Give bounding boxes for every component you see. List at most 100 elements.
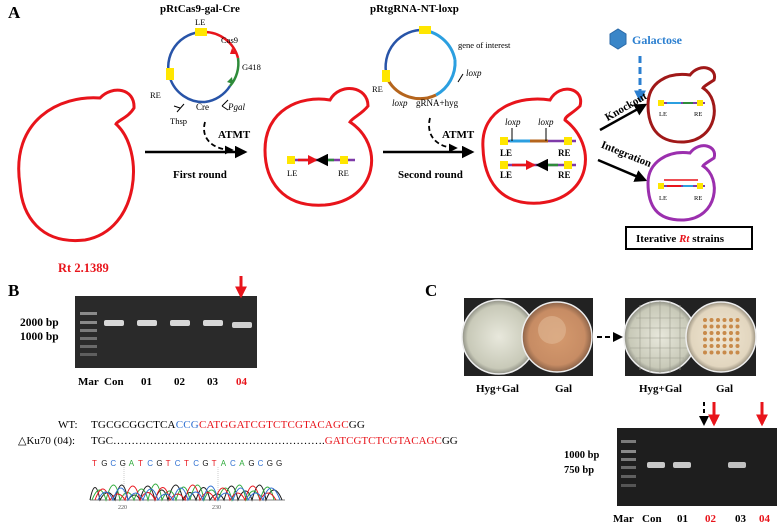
gel-c [617, 428, 777, 506]
seq-wt-label: WT: [58, 419, 78, 431]
gel-b-lane-01: 01 [141, 376, 152, 388]
colony-spot [709, 337, 714, 342]
gel-c-lane-04: 04 [759, 513, 771, 525]
chromatogram-base: G [248, 459, 254, 468]
colony-spot [716, 344, 720, 348]
colony-spot [709, 331, 714, 335]
gel-c-ladder-750: 750 bp [564, 465, 594, 476]
gel-b-ladder-2000: 2000 bp [20, 317, 59, 329]
chromatogram-base: A [129, 459, 135, 468]
colony-spot [709, 344, 714, 348]
yeast-cell-integration [646, 144, 717, 222]
colony-spot [722, 337, 727, 342]
chromatogram-base: G [267, 459, 273, 468]
gel-c-lane-01: 01 [677, 513, 688, 525]
colony-spot [703, 337, 707, 342]
galactose-label: Galactose [632, 33, 683, 47]
cell3-le2: LE [500, 170, 512, 180]
plasmid1-re: RE [150, 90, 161, 100]
chromatogram-base: G [202, 459, 208, 468]
colony-spot [729, 331, 733, 335]
chromatogram-base: G [120, 459, 126, 468]
plasmid2-loxp2: loxp [392, 98, 408, 108]
strain-label: Rt 2.1389 [58, 261, 109, 275]
gel-c-bands [621, 440, 746, 487]
plasmid2-loxp1: loxp [466, 68, 482, 78]
plasmid2-map [382, 26, 457, 101]
plasmid1-pgal: Pgal [227, 102, 245, 112]
plate-photo-before [461, 298, 593, 376]
colony-spot [735, 344, 740, 348]
cell3-loxp1: loxp [505, 117, 521, 127]
colony-spot [735, 337, 740, 342]
colony-spot [716, 350, 720, 355]
plate-photo-after [623, 298, 757, 376]
cell3-re2: RE [558, 170, 571, 180]
plasmid1-le: LE [195, 17, 205, 27]
knockout-cell-le: LE [659, 111, 667, 118]
yeast-cell-knockout [646, 66, 717, 144]
seq-mut: TGC………………………………………………….GATCGTCTCGTACAGCG… [91, 435, 458, 447]
integration-cell-re: RE [694, 195, 702, 202]
iterative-strains-box [625, 226, 753, 250]
cell2-le: LE [287, 168, 297, 178]
chromatogram-base: G [101, 459, 107, 468]
second-round-label: Second round [398, 169, 463, 181]
chromatogram-base: C [110, 459, 116, 468]
chromatogram-tick-230: 230 [212, 505, 221, 511]
plasmid1-cas9: Cas9 [221, 35, 238, 45]
plasmid2-title: pRtgRNA-NT-loxp [370, 3, 459, 15]
chromatogram-base: C [147, 459, 153, 468]
colony-spot [716, 331, 720, 335]
plasmid1-cre: Cre [196, 102, 209, 112]
chromatogram-base: T [212, 459, 217, 468]
cell2-re: RE [338, 168, 349, 178]
cell3-le1: LE [500, 148, 512, 158]
gel-b-lane-con: Con [104, 376, 124, 388]
colony-spot [735, 350, 740, 355]
colony-spot [703, 331, 707, 335]
colony-spot [703, 344, 707, 348]
seq-wt: TGCGCGGCTCACCGCATGGATCGTCTCGTACAGCGG [91, 419, 365, 431]
integration-label: Integration [599, 139, 653, 170]
gel-b [75, 296, 257, 368]
colony-spot [716, 324, 720, 329]
atmt-label-2: ATMT [442, 129, 475, 141]
colony-spot [729, 350, 733, 355]
gel-b-bands [80, 312, 252, 356]
gel-c-lane-03: 03 [735, 513, 747, 525]
chromatogram-base: A [221, 459, 227, 468]
galactose-icon [609, 28, 627, 50]
plasmid1-map [166, 28, 240, 104]
colony-spot [735, 318, 740, 322]
gel-c-lane-con: Con [642, 513, 662, 525]
chromatogram-base: G [156, 459, 162, 468]
colony-spot [716, 318, 720, 322]
colony-spot [703, 350, 707, 355]
gel-c-lane-02: 02 [705, 513, 717, 525]
first-round-label: First round [173, 169, 227, 181]
panel-letter-b: B [8, 281, 19, 300]
gel-b-lane-02: 02 [174, 376, 186, 388]
yeast-cell-round2 [481, 87, 587, 205]
chromatogram-trace [89, 467, 285, 502]
panel-letter-a: A [8, 3, 21, 22]
colony-spot [729, 318, 733, 322]
colony-spot [729, 324, 733, 329]
atmt-label-1: ATMT [218, 129, 251, 141]
colony-spot [735, 331, 740, 335]
seq-mut-label: △Ku70 (04): [18, 435, 75, 447]
colony-spot [709, 324, 714, 329]
plate-label-3: Hyg+Gal [639, 383, 682, 395]
integration-cell-le: LE [659, 195, 667, 202]
colony-spot [722, 324, 727, 329]
plasmid1-g418: G418 [242, 62, 261, 72]
plasmid2-goi: gene of interest [458, 40, 511, 50]
plasmid1-title: pRtCas9-gal-Cre [160, 3, 240, 15]
plasmid2-grna: gRNA+hyg [416, 98, 459, 108]
yeast-cell-round1 [263, 87, 374, 207]
colony-spot [716, 337, 720, 342]
gel-b-lane-mar: Mar [78, 376, 99, 388]
colony-spot [735, 324, 740, 329]
